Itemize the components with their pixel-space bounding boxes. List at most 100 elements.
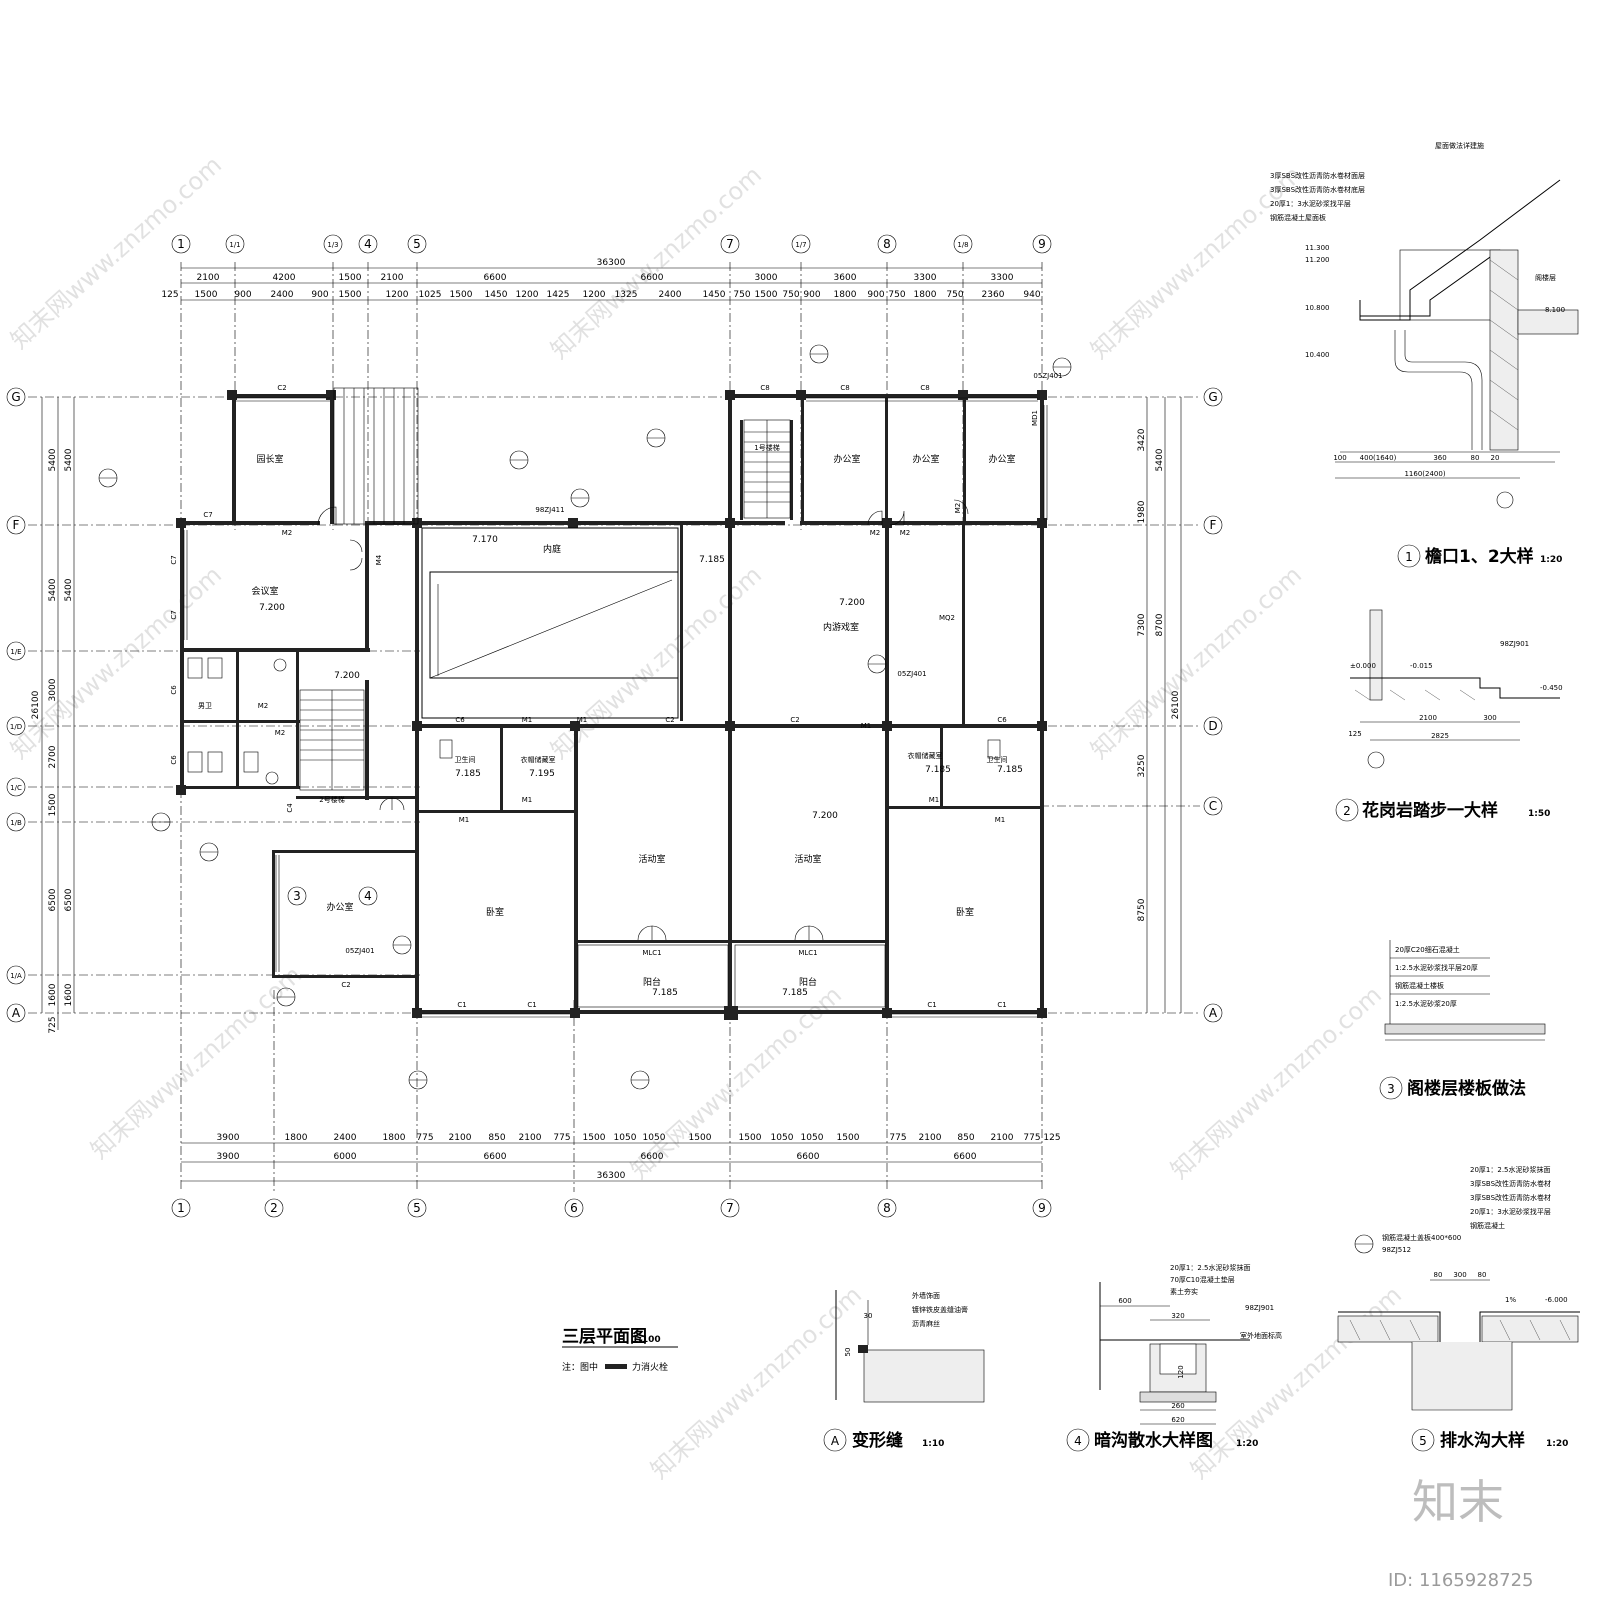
dim-value: 1500 bbox=[339, 273, 362, 283]
detail-scale: 1:20 bbox=[1540, 555, 1562, 565]
dim-value: 725 bbox=[48, 1016, 58, 1033]
door-tag: M1 bbox=[522, 716, 533, 724]
dim-value: 100 bbox=[1333, 454, 1346, 462]
level-mark: 7.185 bbox=[782, 988, 808, 998]
level-mark: 7.185 bbox=[925, 765, 951, 775]
window-tag: C1 bbox=[927, 1001, 936, 1009]
dim-value: 1980 bbox=[1137, 500, 1147, 523]
axis-label: 1/D bbox=[10, 723, 22, 731]
detail-note: 外墙饰面 bbox=[912, 1291, 940, 1300]
axis-label: 1/B bbox=[10, 819, 22, 827]
level-mark: 7.185 bbox=[997, 765, 1023, 775]
detail-note: 室外地面标高 bbox=[1240, 1331, 1282, 1340]
dim-value: 80 bbox=[1478, 1271, 1487, 1279]
axis-bubbles-bottom: 1 2 5 6 7 8 9 bbox=[171, 1198, 1052, 1218]
door-tag: M1 bbox=[577, 716, 588, 724]
room-label: 办公室 bbox=[326, 901, 353, 913]
detail-scale: 1:10 bbox=[922, 1439, 944, 1449]
dim-value: 2100 bbox=[519, 1133, 542, 1143]
detail-scale: 1:50 bbox=[1528, 809, 1550, 819]
dim-value: 260 bbox=[1171, 1402, 1184, 1410]
dim-value: 2700 bbox=[48, 745, 58, 768]
dim-value: 2400 bbox=[271, 290, 294, 300]
dim-value: 1500 bbox=[339, 290, 362, 300]
dim-value: 1160(2400) bbox=[1404, 470, 1445, 478]
dim-value: 3300 bbox=[914, 273, 937, 283]
ref-code: 98ZJ512 bbox=[1382, 1246, 1411, 1254]
level-mark: 11.200 bbox=[1305, 256, 1330, 264]
door-tag: M2 bbox=[282, 529, 293, 537]
stair-1 bbox=[743, 419, 791, 519]
dimension-lines-left: 26100 5400 5400 3000 2700 1500 6500 1600… bbox=[31, 397, 75, 1034]
ref-code: 98ZJ901 bbox=[1500, 640, 1529, 648]
room-label: 阳台 bbox=[799, 976, 817, 988]
window-tag: C8 bbox=[840, 384, 849, 392]
dim-value: 900 bbox=[867, 290, 884, 300]
dim-value: 2100 bbox=[991, 1133, 1014, 1143]
pergola bbox=[333, 387, 419, 525]
axis-bubbles-left: G F 1/E 1/D 1/C 1/B 1/A A bbox=[6, 387, 26, 1023]
door-tag: M1 bbox=[459, 816, 470, 824]
watermark-text: 知末网www.znzmo.com bbox=[5, 151, 227, 355]
dim-value: 1800 bbox=[383, 1133, 406, 1143]
door-tag: M2 bbox=[258, 702, 269, 710]
dim-value: 30 bbox=[864, 1312, 873, 1320]
window-tag: C6 bbox=[170, 755, 178, 765]
dim-value: 2100 bbox=[449, 1133, 472, 1143]
stair-2 bbox=[299, 689, 365, 791]
detail-note: 钢筋混凝土盖板400*600 bbox=[1382, 1233, 1461, 1242]
window-tag: C7 bbox=[203, 511, 212, 519]
windows bbox=[183, 397, 1048, 1018]
dim-value: 120 bbox=[1177, 1365, 1185, 1378]
room-label: 办公室 bbox=[833, 453, 860, 465]
ref-code: 98ZJ901 bbox=[1245, 1304, 1274, 1312]
ref-code: 05ZJ401 bbox=[1033, 372, 1062, 380]
dim-value: 400(1640) bbox=[1360, 454, 1397, 462]
detail-scale: 1:20 bbox=[1546, 1439, 1568, 1449]
level-mark: -6.000 bbox=[1545, 1296, 1568, 1304]
dim-value: 1600 bbox=[64, 983, 74, 1006]
opening-tags: C2 C8 C8 C8 C7 C7 C6 C6 C7 C6 C6 C2 C2 C… bbox=[170, 384, 1039, 1009]
level-mark: 7.185 bbox=[455, 769, 481, 779]
dim-value: 320 bbox=[1171, 1312, 1184, 1320]
level-mark: 11.300 bbox=[1305, 244, 1330, 252]
level-marks: 7.200 7.170 7.185 7.200 7.200 7.185 7.19… bbox=[259, 535, 1023, 998]
site-logo: 知末 bbox=[1412, 1475, 1504, 1529]
window-tag: C8 bbox=[920, 384, 929, 392]
level-mark: 8.100 bbox=[1545, 306, 1565, 314]
room-label: 卫生间 bbox=[987, 755, 1008, 764]
door-tag: M1 bbox=[995, 816, 1006, 824]
dim-value: 300 bbox=[1483, 714, 1496, 722]
axis-label: G bbox=[1208, 390, 1217, 404]
window-tag: C2 bbox=[790, 716, 799, 724]
dim-value: 1500 bbox=[837, 1133, 860, 1143]
balconies bbox=[577, 944, 886, 1020]
dim-value: 775 bbox=[1023, 1133, 1040, 1143]
third-floor-plan: 1 1/1 1/3 4 5 7 1/7 8 1/8 9 1 2 5 6 7 8 … bbox=[6, 234, 1223, 1373]
detail-1-eaves: 11.300 11.200 10.800 10.400 8.100 屋面做法详建… bbox=[1270, 141, 1579, 568]
dim-value: 6500 bbox=[48, 888, 58, 911]
dim-value: 125 bbox=[1348, 730, 1361, 738]
watermark-text: 知末网www.znzmo.com bbox=[1185, 1281, 1407, 1485]
detail-note: 镀锌铁皮盖缝油膏 bbox=[912, 1305, 968, 1314]
level-mark: 7.185 bbox=[699, 555, 725, 565]
door-tag: M2 bbox=[954, 503, 962, 514]
dim-value: 5400 bbox=[48, 578, 58, 601]
window-tag: C6 bbox=[455, 716, 465, 724]
overall-width-dim: 36300 bbox=[597, 258, 626, 268]
watermark-text: 知末网www.znzmo.com bbox=[1085, 561, 1307, 765]
detail-title: 排水沟大样 bbox=[1440, 1430, 1525, 1451]
dim-value: 750 bbox=[946, 290, 963, 300]
fixtures bbox=[187, 657, 1001, 785]
dim-value: 850 bbox=[957, 1133, 974, 1143]
dim-value: 1500 bbox=[195, 290, 218, 300]
level-mark: 10.400 bbox=[1305, 351, 1330, 359]
dim-value: 3900 bbox=[217, 1133, 240, 1143]
room-label: 办公室 bbox=[988, 453, 1015, 465]
dim-value: 3000 bbox=[48, 678, 58, 701]
detail-note: 钢筋混凝土 bbox=[1470, 1221, 1505, 1230]
detail-note: 20厚1：3水泥砂浆找平层 bbox=[1470, 1207, 1551, 1216]
axis-label: F bbox=[13, 518, 20, 532]
level-mark: 7.170 bbox=[472, 535, 498, 545]
level-mark: 7.200 bbox=[812, 811, 838, 821]
